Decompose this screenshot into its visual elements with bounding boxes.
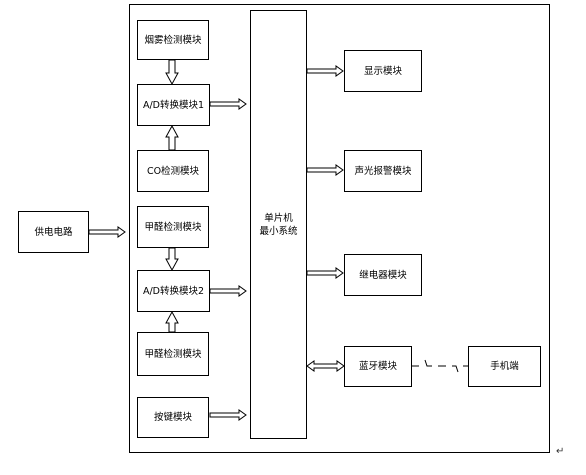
ad-converter-1-module: A/D转换模块1 (137, 84, 210, 126)
system-outline (129, 4, 550, 453)
relay-module-label: 继电器模块 (359, 269, 407, 281)
power-supply-circuit: 供电电路 (18, 211, 89, 253)
display-module-label: 显示模块 (363, 65, 402, 77)
mcu-minimum-system: 单片机 最小系统 (250, 10, 307, 439)
key-module: 按键模块 (137, 397, 209, 438)
ad-converter-2-module: A/D转换模块2 (137, 270, 210, 312)
bluetooth-module-label: 蓝牙模块 (358, 361, 397, 372)
bluetooth-module: 蓝牙模块 (344, 346, 412, 387)
phone-terminal-label: 手机端 (490, 361, 519, 372)
co-detection-label: CO检测模块 (146, 165, 200, 177)
smoke-detection-module: 烟雾检测模块 (137, 20, 209, 60)
arrow-hcho-to-ad2 (165, 247, 179, 272)
mcu-label-line2: 最小系统 (259, 225, 298, 237)
formaldehyde-detection-1-label: 甲醛检测模块 (144, 221, 202, 233)
mcu-label-line1: 单片机 (264, 212, 293, 224)
power-supply-label: 供电电路 (34, 226, 73, 238)
arrow-co-to-ad1 (165, 124, 179, 151)
formaldehyde-detection-module-2: 甲醛检测模块 (137, 332, 209, 376)
sound-light-alarm-module: 声光报警模块 (344, 150, 422, 192)
co-detection-module: CO检测模块 (137, 150, 209, 192)
phone-terminal: 手机端 (468, 346, 541, 387)
formaldehyde-detection-module-1: 甲醛检测模块 (137, 206, 209, 248)
ad-converter-2-label: A/D转换模块2 (142, 285, 205, 297)
paragraph-mark: ↵ (556, 446, 565, 457)
key-module-label: 按键模块 (153, 412, 192, 423)
formaldehyde-detection-2-label: 甲醛检测模块 (144, 348, 202, 360)
relay-module: 继电器模块 (344, 254, 422, 296)
arrow-hcho2-to-ad2 (165, 310, 179, 333)
alarm-module-label: 声光报警模块 (354, 165, 412, 177)
display-module: 显示模块 (344, 50, 422, 92)
smoke-detection-label: 烟雾检测模块 (144, 34, 202, 46)
arrow-smoke-to-ad1 (165, 59, 179, 86)
ad-converter-1-label: A/D转换模块1 (142, 99, 205, 111)
arrow-power-to-system (88, 226, 126, 238)
wireless-link (412, 359, 468, 373)
